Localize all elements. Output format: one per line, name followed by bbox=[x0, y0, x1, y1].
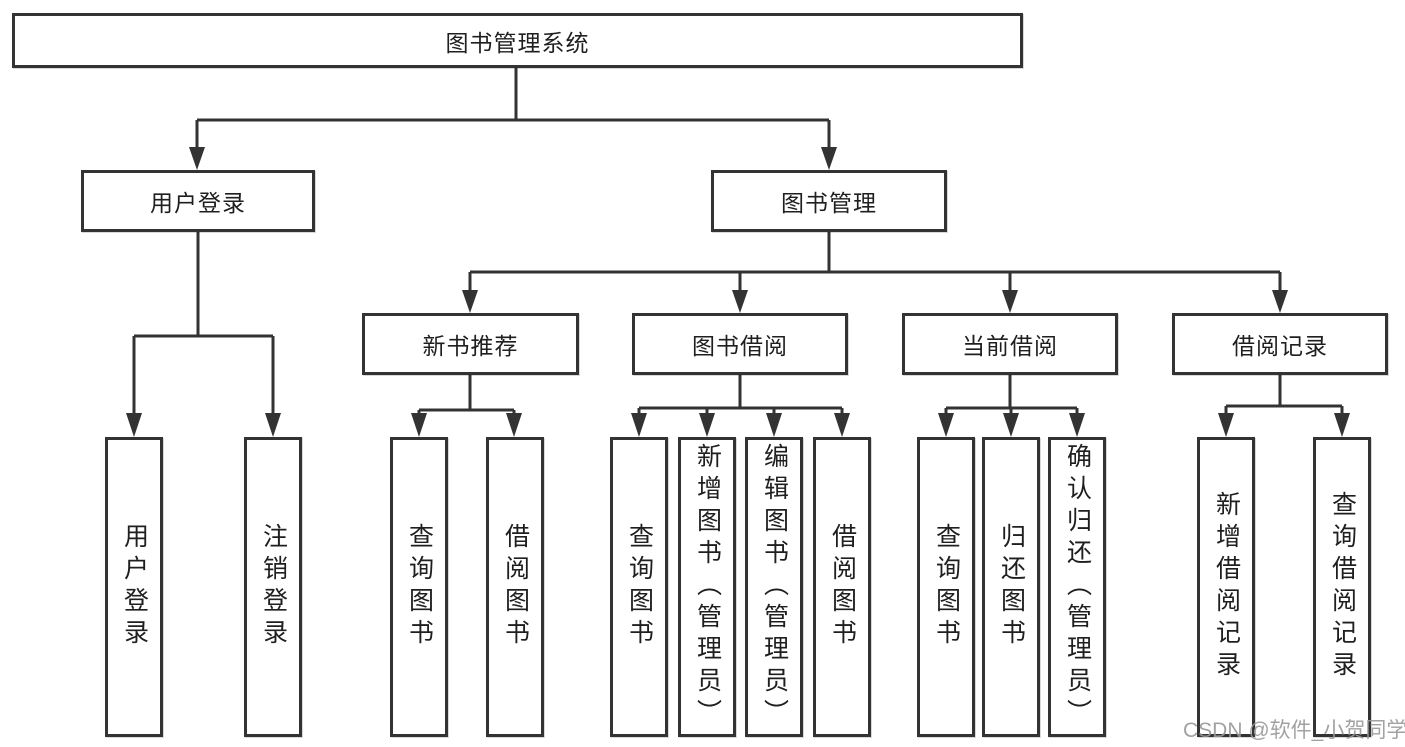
node-book-borrowing: 图书借阅 bbox=[632, 313, 848, 375]
node-label: 归还图书 bbox=[997, 523, 1026, 651]
node-label: 图书借阅 bbox=[692, 333, 788, 359]
node-label: 查询图书 bbox=[625, 523, 654, 651]
node-label: 图书管理系统 bbox=[445, 29, 590, 56]
node-label: 确认归还（管理员） bbox=[1063, 443, 1092, 731]
leaf-logout: 注销登录 bbox=[244, 437, 302, 737]
leaf-user-login: 用户登录 bbox=[105, 437, 163, 737]
leaf-borrow-books: 借阅图书 bbox=[813, 437, 871, 737]
node-label: 借阅图书 bbox=[501, 523, 530, 651]
leaf-add-books-admin: 新增图书（管理员） bbox=[678, 437, 736, 737]
node-root-system: 图书管理系统 bbox=[12, 13, 1023, 68]
node-label: 查询图书 bbox=[405, 523, 434, 651]
node-user-login: 用户登录 bbox=[81, 170, 315, 232]
node-new-book-recommend: 新书推荐 bbox=[362, 313, 579, 375]
node-label: 注销登录 bbox=[259, 523, 288, 651]
node-label: 用户登录 bbox=[120, 523, 149, 651]
node-label: 借阅记录 bbox=[1232, 333, 1328, 359]
leaf-edit-books-admin: 编辑图书（管理员） bbox=[745, 437, 803, 737]
leaf-query-books-borrowing: 查询图书 bbox=[610, 437, 668, 737]
node-label: 当前借阅 bbox=[962, 333, 1058, 359]
node-current-borrowing: 当前借阅 bbox=[902, 313, 1118, 375]
leaf-query-books-recommend: 查询图书 bbox=[390, 437, 448, 737]
node-book-management: 图书管理 bbox=[711, 170, 947, 232]
node-label: 图书管理 bbox=[781, 190, 877, 216]
leaf-borrow-books-recommend: 借阅图书 bbox=[486, 437, 544, 737]
leaf-return-books: 归还图书 bbox=[982, 437, 1040, 737]
node-borrowing-records: 借阅记录 bbox=[1172, 313, 1388, 375]
csdn-watermark: CSDN @软件_小贺同学 bbox=[1183, 719, 1405, 742]
leaf-add-borrow-record: 新增借阅记录 bbox=[1197, 437, 1255, 737]
node-label: 编辑图书（管理员） bbox=[760, 443, 789, 731]
node-label: 新书推荐 bbox=[422, 333, 519, 359]
leaf-query-books-current: 查询图书 bbox=[917, 437, 975, 737]
node-label: 借阅图书 bbox=[828, 523, 857, 651]
leaf-query-borrow-record: 查询借阅记录 bbox=[1313, 437, 1371, 737]
leaf-confirm-return-admin: 确认归还（管理员） bbox=[1048, 437, 1106, 737]
node-label: 新增图书（管理员） bbox=[693, 443, 722, 731]
node-label: 新增借阅记录 bbox=[1212, 491, 1241, 683]
node-label: 查询图书 bbox=[932, 523, 961, 651]
node-label: 查询借阅记录 bbox=[1328, 491, 1357, 683]
node-label: 用户登录 bbox=[150, 190, 246, 216]
